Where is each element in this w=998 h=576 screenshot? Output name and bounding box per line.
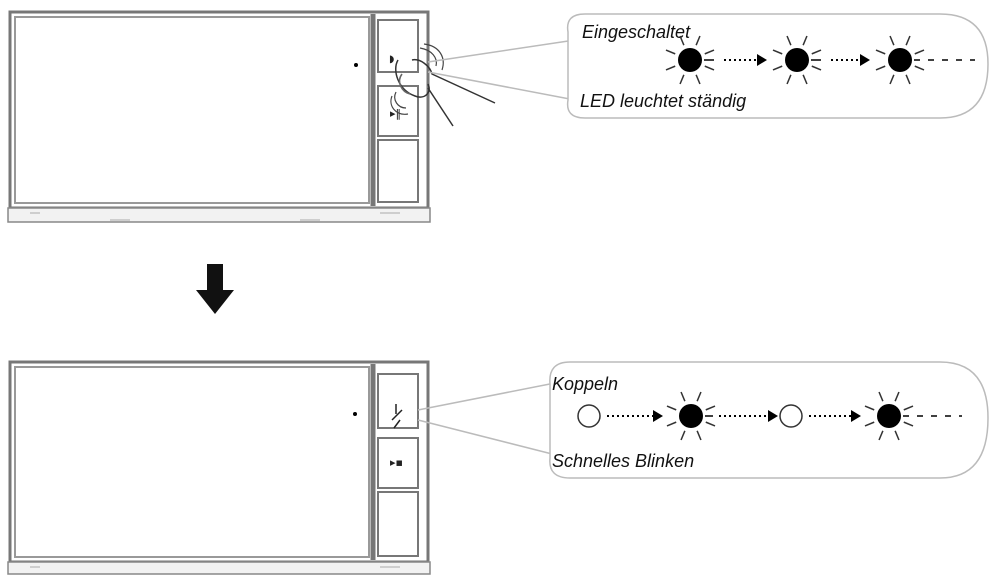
device-top-screen <box>14 16 370 204</box>
callout-bottom-subtitle: Schnelles Blinken <box>552 451 694 471</box>
play-pause-icon: ▸‖ <box>390 107 401 120</box>
led-off-icon <box>577 404 601 428</box>
device-bottom-base <box>7 561 431 575</box>
sequence-arrow <box>607 410 663 422</box>
led-indicator-icon <box>353 412 357 416</box>
callout-bottom-title: Koppeln <box>552 374 618 394</box>
led-on-icon <box>772 35 822 85</box>
svg-text:◗: ◗ <box>389 54 394 65</box>
device-bottom-screen <box>14 366 370 558</box>
led-on-icon <box>665 35 715 85</box>
sequence-arrow <box>724 54 767 66</box>
callout-bottom: Koppeln Schnelles Blinken <box>549 361 989 479</box>
sequence-arrow <box>831 54 870 66</box>
device-bottom: ▸▪ <box>7 360 431 575</box>
finger-press-icon <box>394 58 496 127</box>
sequence-arrow <box>719 410 778 422</box>
device-bottom-button-lower[interactable] <box>377 437 419 489</box>
led-indicator-icon <box>354 63 358 67</box>
led-on-icon <box>666 391 716 441</box>
led-sequence-bottom <box>577 391 962 441</box>
callout-top-title: Eingeschaltet <box>582 22 691 42</box>
device-top-button-lower[interactable] <box>377 85 419 137</box>
led-sequence-top <box>665 35 975 85</box>
pair-button-icon <box>391 404 403 429</box>
device-bottom-button-upper[interactable] <box>377 373 419 429</box>
led-off-icon <box>779 404 803 428</box>
callout-top-subtitle: LED leuchtet ständig <box>580 91 746 111</box>
down-arrow-icon <box>196 264 234 314</box>
device-bottom-button-bottom[interactable] <box>377 491 419 557</box>
callout-top: Eingeschaltet LED leuchtet ständig <box>566 13 989 119</box>
led-on-icon <box>864 391 914 441</box>
led-on-icon <box>875 35 925 85</box>
device-top-button-bottom[interactable] <box>377 139 419 203</box>
device-top-button-upper[interactable] <box>377 19 419 73</box>
sequence-arrow <box>809 410 861 422</box>
press-waves-icon <box>390 43 444 115</box>
play-pause-icon: ▸▪ <box>390 456 403 469</box>
device-top: ▸‖ ◗ <box>7 10 496 223</box>
device-top-base <box>7 207 431 223</box>
